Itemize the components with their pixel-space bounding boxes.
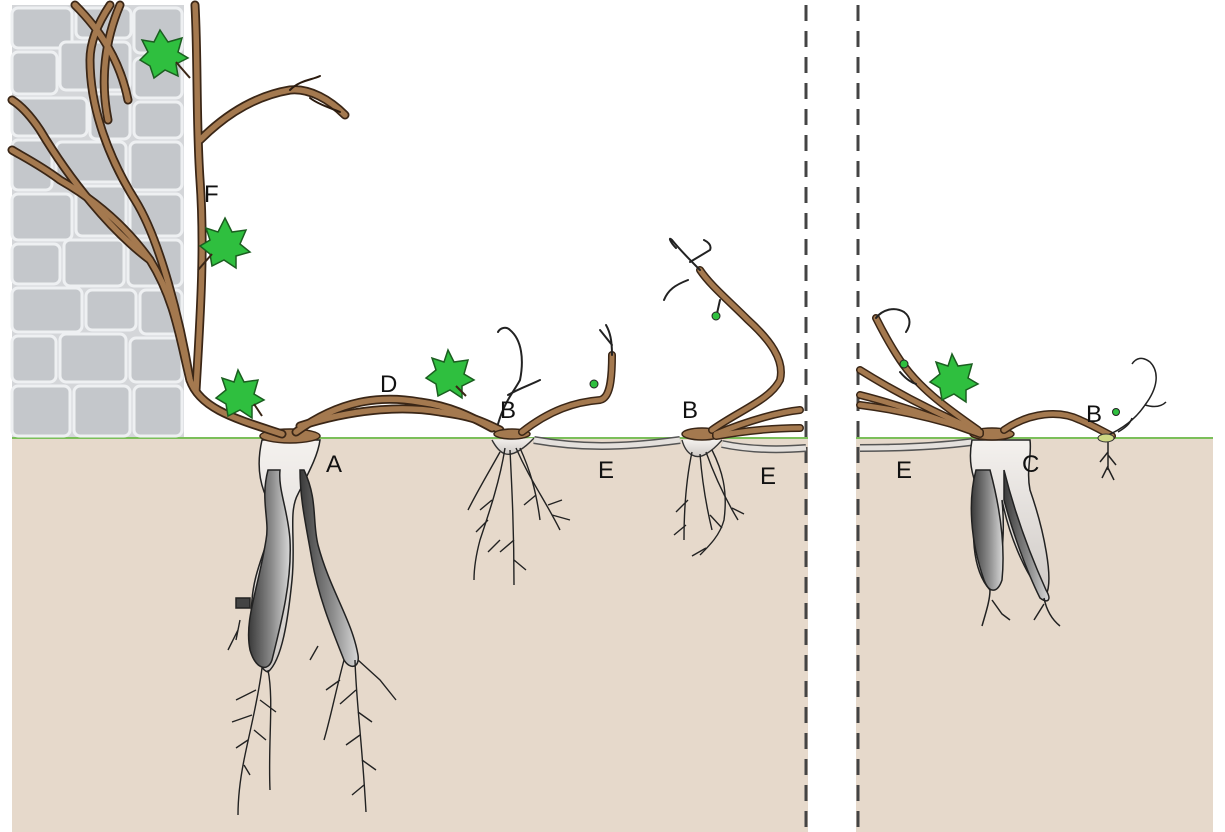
label-b1: B: [500, 397, 516, 424]
bud-b1: [590, 380, 598, 388]
label-e2: E: [760, 463, 776, 490]
stems-c: [860, 309, 1112, 436]
leaf-4: [426, 350, 474, 398]
section-gap: [808, 0, 856, 832]
label-e3: E: [896, 457, 912, 484]
label-c: C: [1022, 451, 1039, 478]
bud-b3: [1113, 409, 1120, 416]
label-b2: B: [682, 397, 698, 424]
label-a: A: [326, 451, 342, 478]
label-f: F: [204, 181, 219, 208]
bud-c: [900, 360, 908, 368]
label-e1: E: [598, 457, 614, 484]
label-b3: B: [1086, 401, 1102, 428]
crown-b3: [1098, 434, 1114, 442]
label-d: D: [380, 371, 397, 398]
bud-b2: [712, 312, 720, 320]
